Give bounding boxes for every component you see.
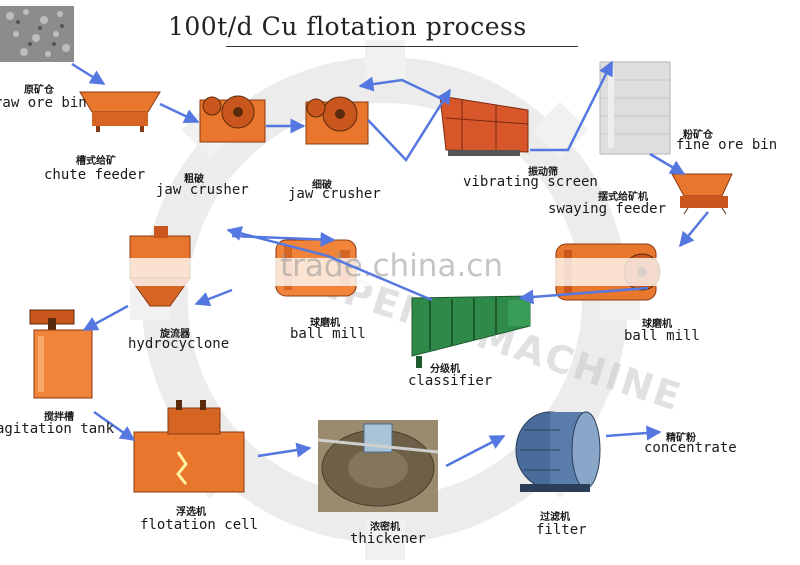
flow-arrow: [680, 212, 708, 246]
label-en-ball-mill-right: ball mill: [624, 328, 700, 344]
label-en-ball-mill-center: ball mill: [290, 326, 366, 342]
flow-arrow: [446, 436, 504, 466]
flow-arrow: [232, 236, 334, 240]
label-en-swaying-feeder: swaying feeder: [548, 201, 666, 217]
label-en-vibrating-screen: vibrating screen: [463, 174, 598, 190]
flow-arrow: [368, 90, 450, 160]
flow-arrow: [360, 80, 444, 100]
label-zh-chute-feeder: 槽式给矿: [76, 152, 116, 167]
label-en-jaw-crusher-1: jaw crusher: [156, 182, 249, 198]
label-en-classifier: classifier: [408, 373, 492, 389]
flow-arrow: [160, 104, 198, 122]
label-zh-filter: 过滤机: [540, 508, 570, 523]
flow-arrow: [606, 432, 660, 436]
label-en-flotation-cell: flotation cell: [140, 517, 258, 533]
label-en-raw-ore-bin: raw ore bin: [0, 95, 87, 111]
label-en-filter: filter: [536, 522, 587, 538]
label-en-agitation-tank: agitation tank: [0, 421, 114, 437]
label-en-thickener: thickener: [350, 531, 426, 547]
flow-arrow: [520, 288, 648, 298]
label-zh-flotation-cell: 浮选机: [176, 503, 206, 518]
label-en-fine-ore-bin: fine ore bin: [676, 137, 777, 153]
flow-arrow: [258, 448, 310, 456]
label-zh-raw-ore-bin: 原矿仓: [24, 81, 54, 96]
flow-arrow: [530, 62, 612, 150]
flow-arrow: [84, 306, 128, 330]
flow-arrow: [72, 64, 104, 84]
label-en-concentrate: concentrate: [644, 440, 737, 456]
label-en-jaw-crusher-2: jaw crusher: [288, 186, 381, 202]
label-en-hydrocyclone: hydrocyclone: [128, 336, 229, 352]
flow-arrow: [650, 154, 684, 174]
flow-arrow: [196, 290, 232, 304]
label-en-chute-feeder: chute feeder: [44, 167, 145, 183]
